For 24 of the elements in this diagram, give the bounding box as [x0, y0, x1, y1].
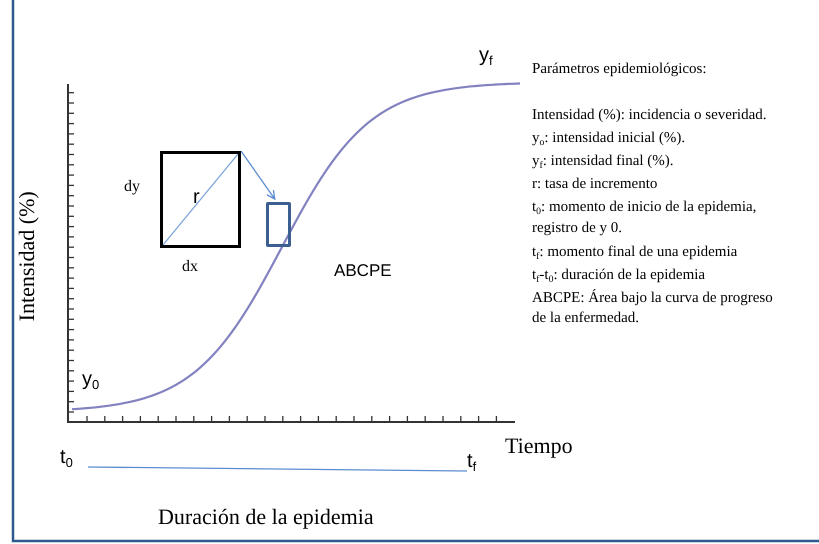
slope-square [160, 151, 241, 248]
axis-title: Tiempo [505, 432, 573, 460]
slope-label: r [193, 186, 200, 209]
duration-line [88, 466, 467, 472]
axis-title: Intensidad (%) [12, 191, 40, 322]
area-label: ABCPE [334, 260, 392, 282]
side-label: dx [182, 257, 198, 277]
curve-end-label: y$_{f}$ [479, 43, 493, 70]
parameter-text: t$_{0}$: momento de inicio de la epidemia, registro de y 0. [532, 198, 758, 238]
curve-start-label: y$_{0}$ [82, 367, 100, 394]
parameter-text: t$_{f}$: momento final de una epidemia [532, 243, 738, 264]
side-label: dy [124, 177, 140, 197]
parameter-text: Parámetros epidemiológicos: [532, 60, 708, 79]
parameter-text: Intensidad (%): incidencia o severidad. [532, 106, 768, 125]
time-label: t$_{0}$ [60, 446, 73, 470]
parameter-text: y$_{o}$: intensidad inicial (%). [532, 129, 686, 150]
parameter-text: ABCPE: Área bajo la curva de progreso de la enfermedad. [532, 289, 774, 328]
duration-caption: Duración de la epidemia [158, 503, 374, 531]
arrow [240, 150, 276, 200]
parameter-text: y$_{f}$: intensidad final (%). [532, 152, 675, 173]
parameter-text: r: tasa de incremento [532, 175, 658, 194]
time-label: t$_{f}$ [467, 450, 476, 474]
highlight-rectangle [266, 202, 291, 247]
parameter-text: t$_{f}$-t$_{0}$: duración de la epidemia [532, 266, 706, 287]
